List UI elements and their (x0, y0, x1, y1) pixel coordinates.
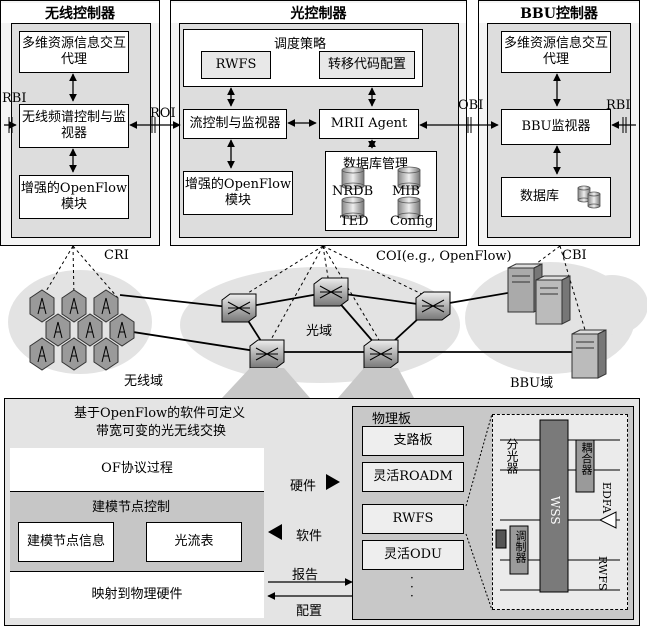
node-info-box[interactable]: 建模节点信息 (18, 522, 114, 562)
bbu-db-label: 数据库 (520, 188, 560, 204)
wireless-openflow-label: 增强的OpenFlow模块 (20, 180, 128, 212)
software-label: 软件 (296, 529, 323, 544)
board-item-rwfs[interactable]: RWFS (362, 504, 464, 534)
optical-domain-label: 光域 (306, 324, 333, 339)
rbi-right-label: RBI (606, 98, 631, 113)
bbu-controller-panel: BBU控制器 多维资源信息交互代理 BBU监视器 数据库 (478, 0, 640, 246)
transcode-box[interactable]: 转移代码配置 (319, 51, 415, 79)
interface-ticks (8, 117, 627, 133)
board-item-roadm[interactable]: 灵活ROADM (362, 462, 464, 492)
cbi-label: CBI (562, 248, 587, 263)
board-item-roadm-label: 灵活ROADM (373, 468, 453, 484)
bbu-multi-agent-box[interactable]: 多维资源信息交互代理 (501, 31, 611, 73)
edfa-label: EDFA (600, 482, 613, 514)
transcode-label: 转移代码配置 (327, 56, 406, 72)
wireless-multi-agent-label: 多维资源信息交互代理 (21, 35, 126, 67)
spectrum-monitor-box[interactable]: 无线频谱控制与监视器 (19, 104, 129, 148)
modulator-label: 调制器 (514, 530, 527, 563)
bbu-multi-agent-label: 多维资源信息交互代理 (503, 35, 608, 67)
of-process-label: OF协议过程 (101, 461, 173, 477)
optical-openflow-label: 增强的OpenFlow模块 (184, 176, 292, 208)
board-item-tributary[interactable]: 支路板 (362, 426, 464, 456)
bbu-db-icon (577, 185, 601, 209)
db-item-mib: MIB (392, 184, 420, 199)
report-label: 报告 (292, 568, 319, 583)
db-item-config: Config (390, 214, 434, 229)
db-item-nrdb: NRDB (332, 184, 374, 199)
coi-label: COI(e.g., OpenFlow) (376, 249, 512, 264)
hardware-label: 硬件 (290, 479, 317, 494)
coupler-label: 耦合器 (580, 442, 593, 475)
policy-label: 调度策略 (274, 37, 327, 52)
db-item-ted: TED (340, 214, 369, 229)
bbu-domain-label: BBU域 (510, 376, 554, 391)
mrii-agent-label: MRII Agent (330, 115, 408, 131)
bottom-heading-1: 基于OpenFlow的软件可定义 (74, 406, 246, 421)
bbu-server-icons (507, 263, 607, 379)
config-label: 配置 (296, 604, 323, 619)
board-ellipsis: · · · (410, 571, 414, 603)
splitter-label: 分光器 (505, 438, 519, 474)
coupler-block-icon (575, 439, 595, 493)
hardware-triangle-icon (326, 474, 340, 490)
wireless-multi-agent-box[interactable]: 多维资源信息交互代理 (19, 31, 129, 73)
edfa-amplifier-icon (598, 511, 617, 529)
flow-ctrl-label: 流控制与监视器 (189, 115, 281, 131)
physical-board-title: 物理板 (372, 412, 412, 427)
wss-label: WSS (548, 496, 562, 525)
flow-ctrl-box[interactable]: 流控制与监视器 (183, 109, 287, 139)
wireless-cell-hexagons (29, 289, 135, 371)
obi-label: OBI (458, 98, 484, 113)
flow-table-label: 光流表 (174, 533, 214, 549)
zoom-cones (222, 368, 414, 398)
bbu-monitor-label: BBU监视器 (521, 118, 591, 134)
optical-openflow-box[interactable]: 增强的OpenFlow模块 (183, 171, 293, 215)
modeling-ctrl-label: 建模节点控制 (92, 500, 171, 515)
wss-bar (539, 419, 569, 593)
mrii-agent-box[interactable]: MRII Agent (319, 109, 419, 139)
antenna-tower-icons (37, 297, 127, 363)
cri-label: CRI (104, 248, 129, 263)
wireless-controller-panel: 无线控制器 多维资源信息交互代理 无线频谱控制与监视器 增强的OpenFlow模… (0, 0, 160, 246)
wireless-controller-title: 无线控制器 (1, 3, 159, 23)
board-item-rwfs-label: RWFS (392, 510, 434, 526)
rwfs-box[interactable]: RWFS (201, 51, 271, 79)
db-cylinders-icon (341, 166, 421, 220)
optical-controller-title: 光控制器 (171, 3, 466, 23)
of-process-box[interactable]: OF协议过程 (10, 448, 264, 492)
software-triangle-icon (268, 524, 282, 540)
flow-table-box[interactable]: 光流表 (146, 522, 242, 562)
mapping-box[interactable]: 映射到物理硬件 (10, 572, 264, 618)
rwfs-label: RWFS (215, 56, 257, 72)
bbu-monitor-box[interactable]: BBU监视器 (501, 109, 611, 145)
wireless-openflow-box[interactable]: 增强的OpenFlow模块 (19, 175, 129, 219)
rwfs-vertical-label: RWFS (596, 556, 609, 591)
board-item-odu[interactable]: 灵活ODU (362, 540, 464, 570)
board-item-odu-label: 灵活ODU (383, 546, 443, 562)
modulator-block-icon (509, 525, 529, 575)
control-dashed-lines (41, 245, 586, 346)
board-item-tributary-label: 支路板 (393, 432, 433, 448)
bottom-heading-2: 带宽可变的光无线交换 (96, 424, 227, 439)
bbu-controller-title: BBU控制器 (479, 3, 639, 23)
spectrum-monitor-label: 无线频谱控制与监视器 (21, 109, 126, 141)
node-info-label: 建模节点信息 (26, 533, 105, 549)
modulator-small-icon (495, 529, 507, 549)
mapping-label: 映射到物理硬件 (91, 586, 183, 602)
rbi-left-label: RBI (2, 91, 27, 106)
roi-label: ROI (150, 106, 176, 121)
wireless-domain-label: 无线域 (124, 374, 164, 389)
